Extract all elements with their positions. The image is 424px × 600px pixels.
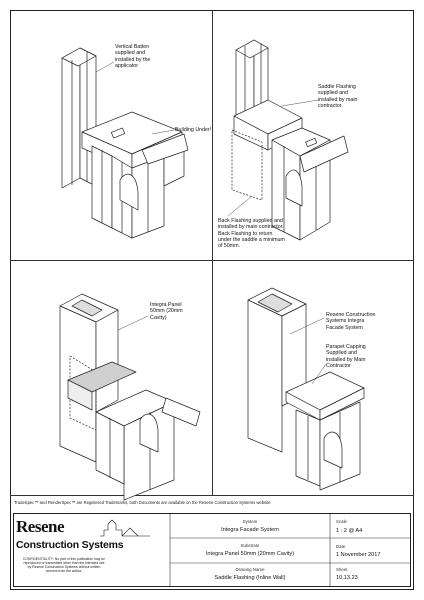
label-building-underlay: Building Under! bbox=[175, 127, 212, 133]
drawing-area-bottom-line bbox=[10, 495, 414, 496]
trademark-note: TradeSpec™ and RenderSpec™ are Registere… bbox=[14, 500, 271, 505]
substrate-caption: Substrate bbox=[240, 543, 260, 548]
label-parapet-capping: Parapet Capping Supplied and installed b… bbox=[326, 344, 366, 369]
drawing-name-caption: Drawing Name bbox=[235, 567, 265, 572]
label-vertical-batten: Vertical Batten supplied and installed b… bbox=[115, 44, 151, 69]
confidentiality-note: CONFIDENTIALITY: No part of this publica… bbox=[22, 557, 106, 573]
detail-saddle-flashing bbox=[231, 39, 349, 241]
system-value: Integra Facade System bbox=[221, 527, 279, 533]
drawing-name-value: Saddle Flashing (Inline Wall) bbox=[214, 575, 286, 581]
brand-subtitle: Construction Systems bbox=[16, 539, 124, 551]
substrate-value: Integra Panel 50mm (20mm Cavity) bbox=[205, 551, 295, 557]
sheet-value: 10.13.23 bbox=[336, 575, 358, 581]
scale-caption: Scale bbox=[336, 519, 347, 524]
detail-batten-underlay bbox=[61, 47, 189, 239]
title-block-grid bbox=[169, 513, 411, 587]
date-value: 1 November 2017 bbox=[336, 552, 381, 558]
label-resene-facade: Resene Construction Systems Integra Faca… bbox=[326, 312, 376, 331]
date-caption: Date bbox=[336, 544, 346, 549]
sheet-caption: Sheet bbox=[336, 567, 348, 572]
label-back-flashing: Back Flashing supplied and installed by … bbox=[218, 218, 285, 250]
label-integra-panel: Integra Panel 50mm (20mm Cavity) bbox=[150, 302, 183, 321]
logo-skyline-icon bbox=[100, 519, 150, 537]
detail-integra-panel bbox=[59, 293, 201, 501]
system-caption: System bbox=[242, 519, 258, 524]
label-saddle-flashing: Saddle Flashing supplied and installed b… bbox=[318, 84, 358, 109]
title-block bbox=[13, 513, 411, 587]
scale-value: 1 : 2 @ A4 bbox=[336, 528, 363, 534]
brand-name: Resene bbox=[16, 517, 64, 536]
panel-divider-vertical bbox=[212, 10, 213, 495]
